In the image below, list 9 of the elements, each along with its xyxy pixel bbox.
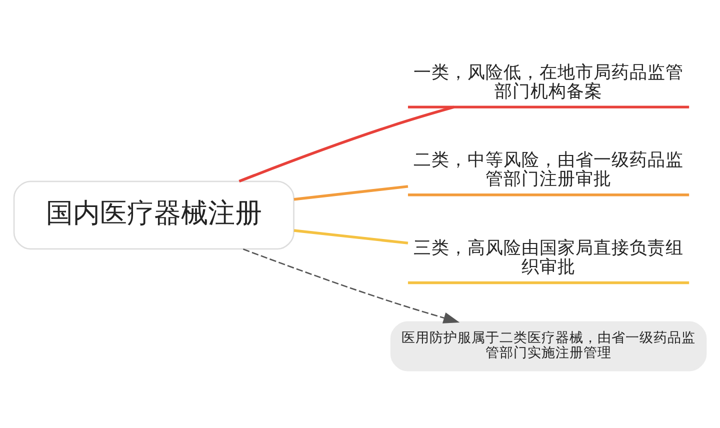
- connector: [238, 105, 454, 182]
- connector: [294, 184, 408, 200]
- node-text: 三类，高风险由国家局直接负责组织审批: [414, 238, 684, 277]
- arrow: [242, 248, 460, 323]
- node-text: 一类，风险低，在地市局药品监管部门机构备案: [414, 62, 684, 102]
- node-text: 二类，中等风险，由省一级药品监管部门注册审批: [414, 150, 684, 190]
- node-box: 国内医疗器械注册: [13, 180, 294, 250]
- connector: [294, 228, 408, 244]
- node-box: 医用防护服属于二类医疗器械，由省一级药品监管部门实施注册管理: [390, 320, 707, 371]
